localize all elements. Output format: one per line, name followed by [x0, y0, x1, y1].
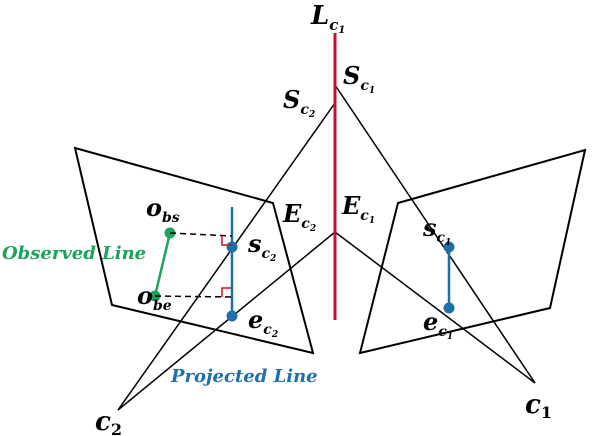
label-projected-line: Projected Line [170, 366, 318, 387]
label-camera-1: c1 [525, 390, 552, 422]
distance-dash-end [154, 295, 233, 298]
label-line-3d: Lc1 [310, 1, 345, 36]
right-image-plane [358, 148, 587, 355]
ray-c1-to-e [334, 231, 536, 384]
ray-c2-to-e [117, 231, 336, 411]
point-s-c1 [443, 241, 455, 253]
point-s-c2 [226, 241, 238, 253]
label-camera-2: c2 [95, 407, 122, 436]
point-e-c1 [443, 302, 455, 314]
label-observed-line: Observed Line [2, 243, 146, 264]
label-s-c1: sc1 [422, 213, 451, 248]
ray-c2-to-s [117, 102, 336, 411]
distance-dash-start [169, 232, 233, 237]
ray-c1-to-s [334, 84, 536, 384]
label-e-c2: ec2 [248, 305, 278, 340]
label-S-c1: Sc1 [343, 61, 375, 96]
label-o-bs: obs [146, 193, 180, 226]
left-image-plane [73, 146, 315, 355]
observed-line [153, 232, 172, 297]
label-o-be: obe [137, 281, 172, 314]
label-e-c1: ec1 [423, 307, 453, 342]
right-angle-marker-start [221, 236, 232, 246]
label-E-c1: Ec1 [341, 191, 375, 226]
right-angle-marker-end [221, 287, 232, 297]
point-e-c2 [226, 310, 238, 322]
label-S-c2: Sc2 [283, 85, 315, 120]
label-E-c2: Ec2 [282, 199, 316, 234]
label-s-c2: sc2 [247, 229, 276, 264]
